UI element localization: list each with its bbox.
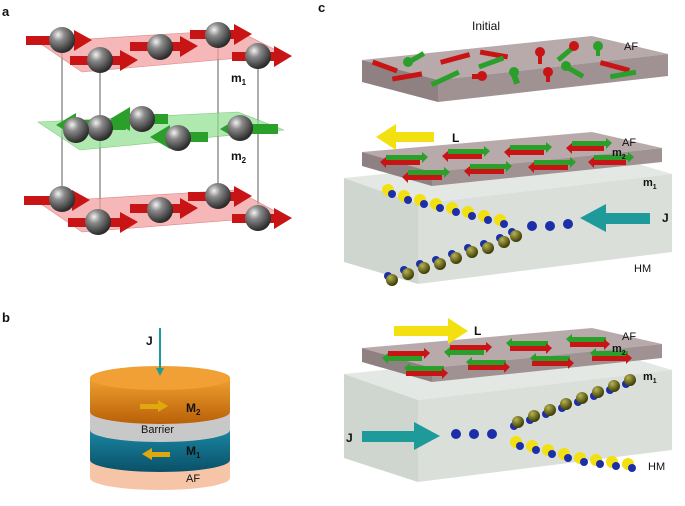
- bottom-l-arrow: [394, 318, 468, 344]
- initial-title: Initial: [472, 19, 500, 33]
- middle-l-label: L: [452, 131, 459, 145]
- atom: [63, 117, 89, 143]
- middle-m2-label: m2: [612, 147, 626, 161]
- label-m1: m1: [231, 71, 247, 87]
- bottom-heterostructure: L AF m2 m1 J HM: [344, 318, 672, 482]
- bottom-hm-slab: [344, 348, 672, 482]
- middle-up-spin-branch: [382, 184, 508, 228]
- top-layer-spins: [26, 22, 292, 73]
- atom: [245, 43, 271, 69]
- m1-moment-arrow: [142, 448, 170, 460]
- middle-j-label: J: [662, 211, 669, 225]
- label-m2-layer: M2: [186, 401, 201, 417]
- atom: [147, 34, 173, 60]
- bottom-m1-label: m1: [643, 371, 657, 385]
- atom: [205, 183, 231, 209]
- bottom-l-label: L: [474, 324, 481, 338]
- red-arrow: [24, 190, 90, 211]
- middle-hm-label: HM: [634, 263, 651, 275]
- atom: [87, 115, 113, 141]
- middle-down-spin-branch: [384, 228, 522, 286]
- bottom-down-spin-branch: [510, 436, 636, 472]
- bottom-af-label: AF: [622, 331, 636, 343]
- label-m2: m2: [231, 149, 247, 165]
- bottom-up-spin-branch: [510, 374, 636, 430]
- panel-c-label: c: [318, 0, 325, 15]
- initial-af-label: AF: [624, 41, 638, 53]
- atom: [49, 27, 75, 53]
- initial-af-slab: Initial AF: [362, 19, 668, 102]
- label-m1-layer: M1: [186, 444, 201, 460]
- panel-b-label: b: [2, 310, 10, 325]
- middle-af-spins: [380, 138, 634, 183]
- middle-layer-spins: [56, 106, 278, 151]
- atom: [227, 115, 253, 141]
- atom: [49, 186, 75, 212]
- middle-m1-label: m1: [643, 177, 657, 191]
- panel-c: c Initial AF: [318, 0, 672, 482]
- middle-af-label: AF: [622, 137, 636, 149]
- bottom-hm-label: HM: [648, 461, 665, 473]
- middle-heterostructure: L AF m2 m1 J HM: [344, 124, 672, 286]
- atom: [87, 47, 113, 73]
- bottom-electron-stream: [451, 429, 497, 439]
- atom: [85, 209, 111, 235]
- bottom-j-arrow: [362, 422, 440, 450]
- panel-a-label: a: [2, 4, 10, 19]
- m2-moment-arrow: [140, 400, 168, 412]
- bottom-af-spins: [382, 334, 632, 379]
- bottom-layer-spins: [24, 183, 292, 235]
- atom: [165, 125, 191, 151]
- label-j: J: [146, 334, 153, 348]
- middle-j-arrow: [580, 204, 650, 232]
- bottom-m2-label: m2: [612, 343, 626, 357]
- panel-b: b J M2 Barrier M1 AF: [2, 310, 230, 490]
- panel-a: a: [2, 4, 292, 235]
- label-barrier: Barrier: [141, 424, 174, 436]
- atom: [147, 197, 173, 223]
- m2-layer: [90, 366, 230, 424]
- current-arrowhead: [156, 368, 164, 376]
- atom: [245, 205, 271, 231]
- atom: [205, 22, 231, 48]
- atom: [129, 106, 155, 132]
- middle-electron-stream: [527, 219, 573, 231]
- middle-l-arrow: [376, 124, 434, 150]
- label-af-layer: AF: [186, 473, 200, 485]
- random-spins: [371, 41, 637, 88]
- bottom-j-label: J: [346, 431, 353, 445]
